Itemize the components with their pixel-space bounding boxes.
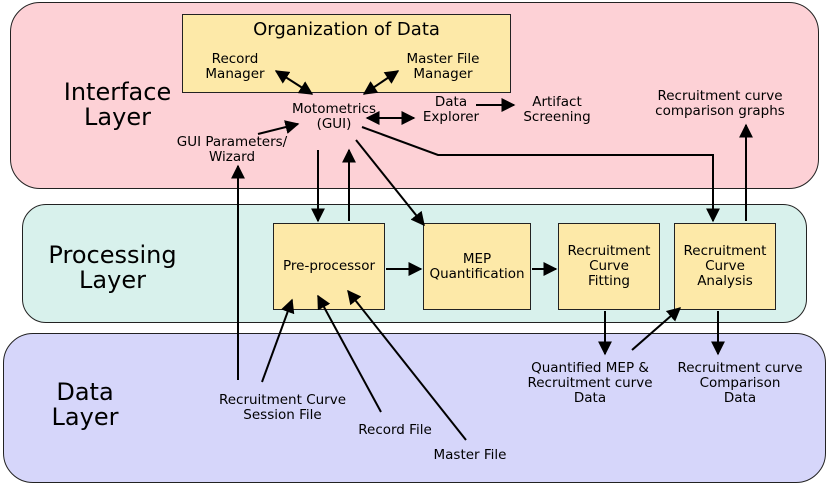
arrow-quantified-data-analysis	[631, 307, 682, 351]
interface-layer-title: Interface Layer	[63, 78, 172, 131]
comparison-data-label: Recruitment curve Comparison Data	[677, 360, 803, 406]
arrow-master-file-preprocessor	[347, 289, 467, 441]
curve-analysis-box: Recruitment Curve Analysis	[674, 223, 776, 310]
gui-parameters-wizard-label: GUI Parameters/ Wizard	[176, 134, 288, 165]
motometrics-gui-label: Motometrics (GUI)	[292, 101, 376, 132]
comparison-graphs-label: Recruitment curve comparison graphs	[655, 88, 785, 119]
curve-fitting-box: Recruitment Curve Fitting	[558, 223, 660, 310]
arrow-motometrics-analysis	[361, 126, 720, 223]
arrow-gui-parameters-motometrics	[257, 120, 300, 135]
arrow-session-file-preprocessor	[261, 298, 295, 383]
organization-of-data-title: Organization of Data	[253, 19, 440, 40]
arrow-record-manager-motometrics	[274, 70, 314, 95]
artifact-screening-label: Artifact Screening	[523, 94, 591, 125]
arrow-motometrics-mep	[355, 139, 425, 227]
record-file-label: Record File	[358, 422, 432, 438]
mep-quantification-box: MEP Quantification	[423, 223, 531, 310]
data-layer	[3, 333, 826, 483]
session-file-label: Recruitment Curve Session File	[218, 392, 347, 423]
master-file-manager-label: Master File Manager	[406, 51, 480, 82]
organization-of-data-box	[182, 14, 511, 93]
arrow-record-file-preprocessor	[317, 294, 382, 413]
processing-layer-title: Processing Layer	[48, 241, 177, 294]
data-explorer-label: Data Explorer	[422, 94, 480, 125]
quantified-mep-label: Quantified MEP & Recruitment curve Data	[527, 360, 653, 406]
master-file-label: Master File	[433, 447, 507, 463]
record-manager-label: Record Manager	[205, 51, 265, 82]
arrow-master-manager-motometrics	[362, 70, 400, 95]
data-layer-title: Data Layer	[51, 378, 119, 431]
